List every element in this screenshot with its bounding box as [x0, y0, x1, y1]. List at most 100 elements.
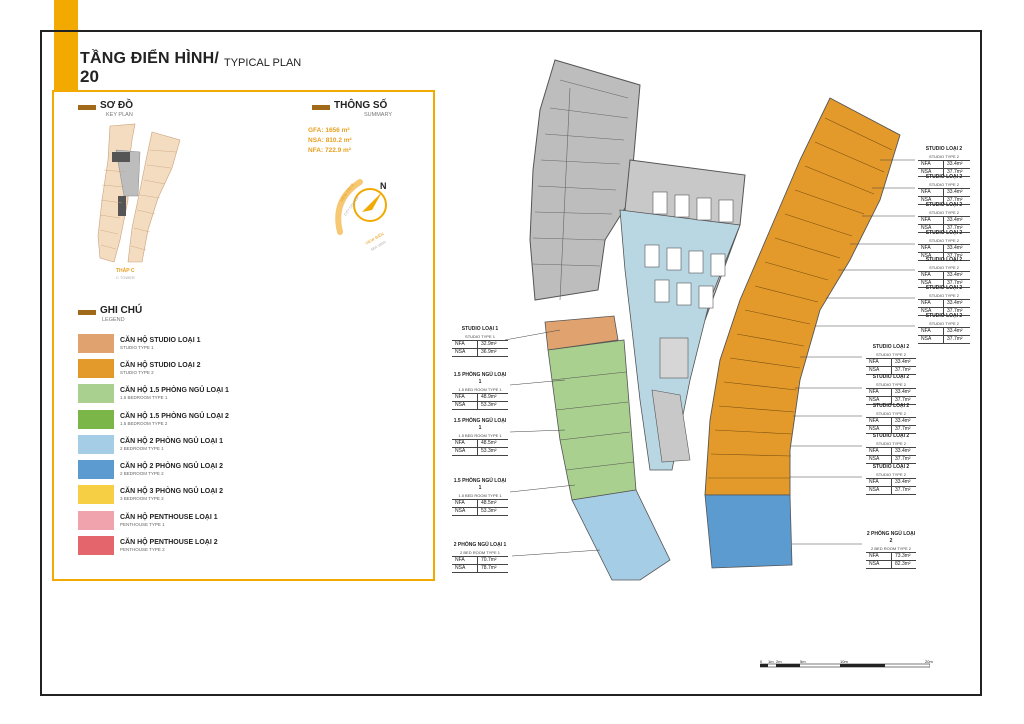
unit-table-header: STUDIO LOẠI 2 STUDIO TYPE 2	[866, 464, 916, 479]
row-value: 37.7m²	[891, 456, 916, 463]
unit-type-name: STUDIO LOẠI 2	[872, 464, 910, 470]
legend-heading: GHI CHÚ LEGEND	[78, 305, 142, 323]
floor-plan	[529, 59, 901, 581]
unit-table-header: STUDIO LOẠI 2 STUDIO TYPE 2	[866, 344, 916, 359]
legend-swatch	[78, 358, 114, 378]
unit-type-english: STUDIO TYPE 2	[876, 352, 906, 357]
heading-bar	[78, 310, 96, 315]
unit-type-name: STUDIO LOẠI 2	[872, 433, 910, 439]
scale-label: 20m	[925, 659, 933, 664]
unit-type-english: STUDIO TYPE 2	[929, 265, 959, 270]
unit-table-row-nsa: NSA 37.7m²	[866, 456, 916, 464]
row-value: 37.7m²	[943, 225, 970, 232]
row-value: 33.4m²	[943, 300, 970, 307]
compass-icon	[335, 179, 387, 235]
summary-title: THÔNG SỐ	[334, 100, 388, 111]
row-key: NSA	[921, 169, 932, 175]
unit-type-english: STUDIO TYPE 2	[929, 154, 959, 159]
unit-type-english: STUDIO TYPE 2	[929, 238, 959, 243]
unit-type-name: STUDIO LOẠI 2	[872, 374, 910, 380]
summary-subtitle: SUMMARY	[364, 112, 393, 118]
unit-type-name: 1.5 PHÒNG NGỦ LOẠI 1	[453, 478, 507, 491]
row-value: 73.3m²	[891, 553, 916, 560]
unit-type-name: STUDIO LOẠI 2	[925, 202, 963, 208]
row-key: NFA	[869, 448, 879, 454]
row-key: NSA	[455, 508, 466, 514]
row-value: 37.7m²	[943, 169, 970, 176]
row-key: NSA	[455, 565, 466, 571]
unit-table-row-nsa: NSA 53.3m²	[452, 508, 508, 516]
unit-table-header: 2 PHÒNG NGỦ LOẠI 1 2 BED ROOM TYPE 1	[452, 542, 508, 557]
row-key: NSA	[455, 402, 466, 408]
unit-type-english: 2 BED ROOM TYPE 1	[460, 550, 500, 555]
unit-type-name: STUDIO LOẠI 2	[872, 344, 910, 350]
legend-label: CĂN HỘ 1.5 PHÒNG NGỦ LOẠI 2	[120, 412, 229, 420]
legend-subtitle: LEGEND	[102, 317, 125, 323]
row-key: NSA	[869, 456, 880, 462]
row-value: 33.4m²	[891, 389, 916, 396]
row-key: NSA	[869, 426, 880, 432]
key-plan-title: SƠ ĐỒ	[100, 100, 133, 111]
row-key: NSA	[869, 367, 880, 373]
unit-type-english: STUDIO TYPE 1	[465, 334, 495, 339]
row-value: 33.4m²	[943, 328, 970, 335]
unit-type-name: 2 PHÒNG NGỦ LOẠI 2	[866, 531, 916, 544]
row-key: NFA	[455, 440, 465, 446]
unit-type-name: STUDIO LOẠI 2	[925, 146, 963, 152]
row-key: NSA	[455, 349, 466, 355]
legend-sublabel: STUDIO TYPE 1	[120, 344, 154, 350]
row-key: NSA	[869, 397, 880, 403]
unit-type-english: STUDIO TYPE 2	[876, 472, 906, 477]
unit-type-name: STUDIO LOẠI 2	[925, 313, 963, 319]
row-value: 37.7m²	[891, 397, 916, 404]
unit-table-row-nsa: NSA 37.7m²	[866, 397, 916, 405]
row-value: 33.4m²	[943, 189, 970, 196]
row-value: 33.4m²	[891, 479, 916, 486]
unit-type-english: STUDIO TYPE 2	[876, 411, 906, 416]
unit-type-english: STUDIO TYPE 2	[929, 321, 959, 326]
info-panel	[52, 90, 435, 581]
row-key: NFA	[921, 245, 931, 251]
unit-type-english: 2 BED ROOM TYPE 2	[871, 546, 911, 551]
row-value: 33.4m²	[943, 161, 970, 168]
sheet-frame	[40, 30, 982, 696]
legend-swatch	[78, 409, 114, 429]
legend-sublabel: 3 BEDROOM TYPE 2	[120, 495, 164, 501]
unit-type-name: 2 PHÒNG NGỦ LOẠI 1	[453, 542, 507, 548]
legend-swatch	[78, 459, 114, 479]
row-value: 37.7m²	[943, 280, 970, 287]
legend-sublabel: 2 BEDROOM TYPE 2	[120, 470, 164, 476]
unit-type-name: STUDIO LOẠI 1	[461, 326, 499, 332]
scale-label: 1m	[768, 659, 774, 664]
row-key: NFA	[921, 217, 931, 223]
legend-label: CĂN HỘ 1.5 PHÒNG NGỦ LOẠI 1	[120, 386, 229, 394]
row-value: 53.3m²	[477, 508, 508, 515]
legend-sublabel: 2 BEDROOM TYPE 1	[120, 445, 164, 451]
unit-table-header: STUDIO LOẠI 1 STUDIO TYPE 1	[452, 326, 508, 341]
scale-label: 5m	[800, 659, 806, 664]
legend-label: CĂN HỘ STUDIO LOẠI 1	[120, 336, 201, 344]
